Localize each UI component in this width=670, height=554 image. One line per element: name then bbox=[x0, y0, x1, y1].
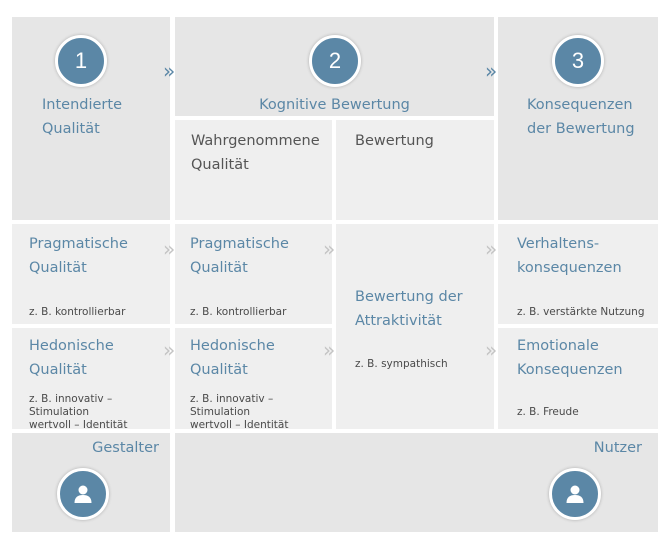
step-2-header-cell: 2 Kognitive Bewertung bbox=[175, 17, 494, 116]
user-label: Nutzer bbox=[593, 440, 642, 456]
user-icon bbox=[74, 485, 92, 503]
step-2-title: Kognitive Bewertung bbox=[259, 97, 410, 113]
hedonic-perceived-to-evaluation-arrow-icon: » bbox=[323, 338, 336, 362]
perceived-quality-label: Wahrgenommene Qualität bbox=[191, 133, 320, 173]
step-3-number: 3 bbox=[552, 35, 604, 87]
behavioral-consequences-example: z. B. verstärkte Nutzung bbox=[517, 306, 645, 318]
intended-hedonic-cell: Hedonische Qualität z. B. innovativ – St… bbox=[12, 328, 170, 431]
perceived-hedonic-title: Hedonische Qualität bbox=[190, 338, 275, 378]
step-1-title: Intendierte Qualität bbox=[42, 97, 122, 137]
behavioral-consequences-cell: Verhaltens- konsequenzen z. B. verstärkt… bbox=[498, 224, 658, 324]
perceived-pragmatic-cell: Pragmatische Qualität z. B. kontrollierb… bbox=[175, 224, 332, 324]
hedonic-intended-to-perceived-arrow-icon: » bbox=[163, 338, 176, 362]
perceived-pragmatic-title: Pragmatische Qualität bbox=[190, 236, 289, 276]
step-1-to-2-arrow-icon: » bbox=[163, 59, 176, 83]
attractiveness-title: Bewertung der Attraktivität bbox=[355, 289, 463, 329]
pragmatic-intended-to-perceived-arrow-icon: » bbox=[163, 237, 176, 261]
perceived-quality-header: Wahrgenommene Qualität bbox=[175, 120, 332, 220]
user-cell: Nutzer bbox=[175, 433, 658, 532]
evaluation-to-behavioral-arrow-icon: » bbox=[485, 237, 498, 261]
step-3-title: Konsequenzen der Bewertung bbox=[527, 97, 635, 137]
step-2-number: 2 bbox=[309, 35, 361, 87]
designer-avatar bbox=[57, 468, 109, 520]
perceived-pragmatic-example: z. B. kontrollierbar bbox=[190, 306, 287, 318]
perceived-hedonic-cell: Hedonische Qualität z. B. innovativ – St… bbox=[175, 328, 332, 431]
user-avatar bbox=[549, 468, 601, 520]
evaluation-label: Bewertung bbox=[355, 133, 434, 149]
attractiveness-cell: Bewertung der Attraktivität z. B. sympat… bbox=[336, 224, 494, 429]
designer-cell: Gestalter bbox=[12, 433, 170, 532]
pragmatic-perceived-to-evaluation-arrow-icon: » bbox=[323, 237, 336, 261]
evaluation-header: Bewertung bbox=[336, 120, 494, 220]
perceived-hedonic-example: z. B. innovativ – Stimulation wertvoll –… bbox=[190, 393, 289, 431]
designer-label: Gestalter bbox=[92, 440, 159, 456]
emotional-consequences-example: z. B. Freude bbox=[517, 406, 579, 418]
intended-hedonic-title: Hedonische Qualität bbox=[29, 338, 114, 378]
emotional-consequences-cell: Emotionale Konsequenzen z. B. Freude bbox=[498, 328, 658, 429]
emotional-consequences-title: Emotionale Konsequenzen bbox=[517, 338, 623, 378]
intended-pragmatic-example: z. B. kontrollierbar bbox=[29, 306, 126, 318]
intended-hedonic-example: z. B. innovativ – Stimulation wertvoll –… bbox=[29, 393, 128, 431]
step-1-number: 1 bbox=[55, 35, 107, 87]
intended-pragmatic-cell: Pragmatische Qualität z. B. kontrollierb… bbox=[12, 224, 170, 324]
step-3-cell: 3 Konsequenzen der Bewertung bbox=[498, 17, 658, 220]
step-2-to-3-arrow-icon: » bbox=[485, 59, 498, 83]
evaluation-to-emotional-arrow-icon: » bbox=[485, 338, 498, 362]
user-icon bbox=[566, 485, 584, 503]
attractiveness-example: z. B. sympathisch bbox=[355, 358, 448, 370]
intended-pragmatic-title: Pragmatische Qualität bbox=[29, 236, 128, 276]
step-1-cell: 1 Intendierte Qualität bbox=[12, 17, 170, 220]
behavioral-consequences-title: Verhaltens- konsequenzen bbox=[517, 236, 622, 276]
